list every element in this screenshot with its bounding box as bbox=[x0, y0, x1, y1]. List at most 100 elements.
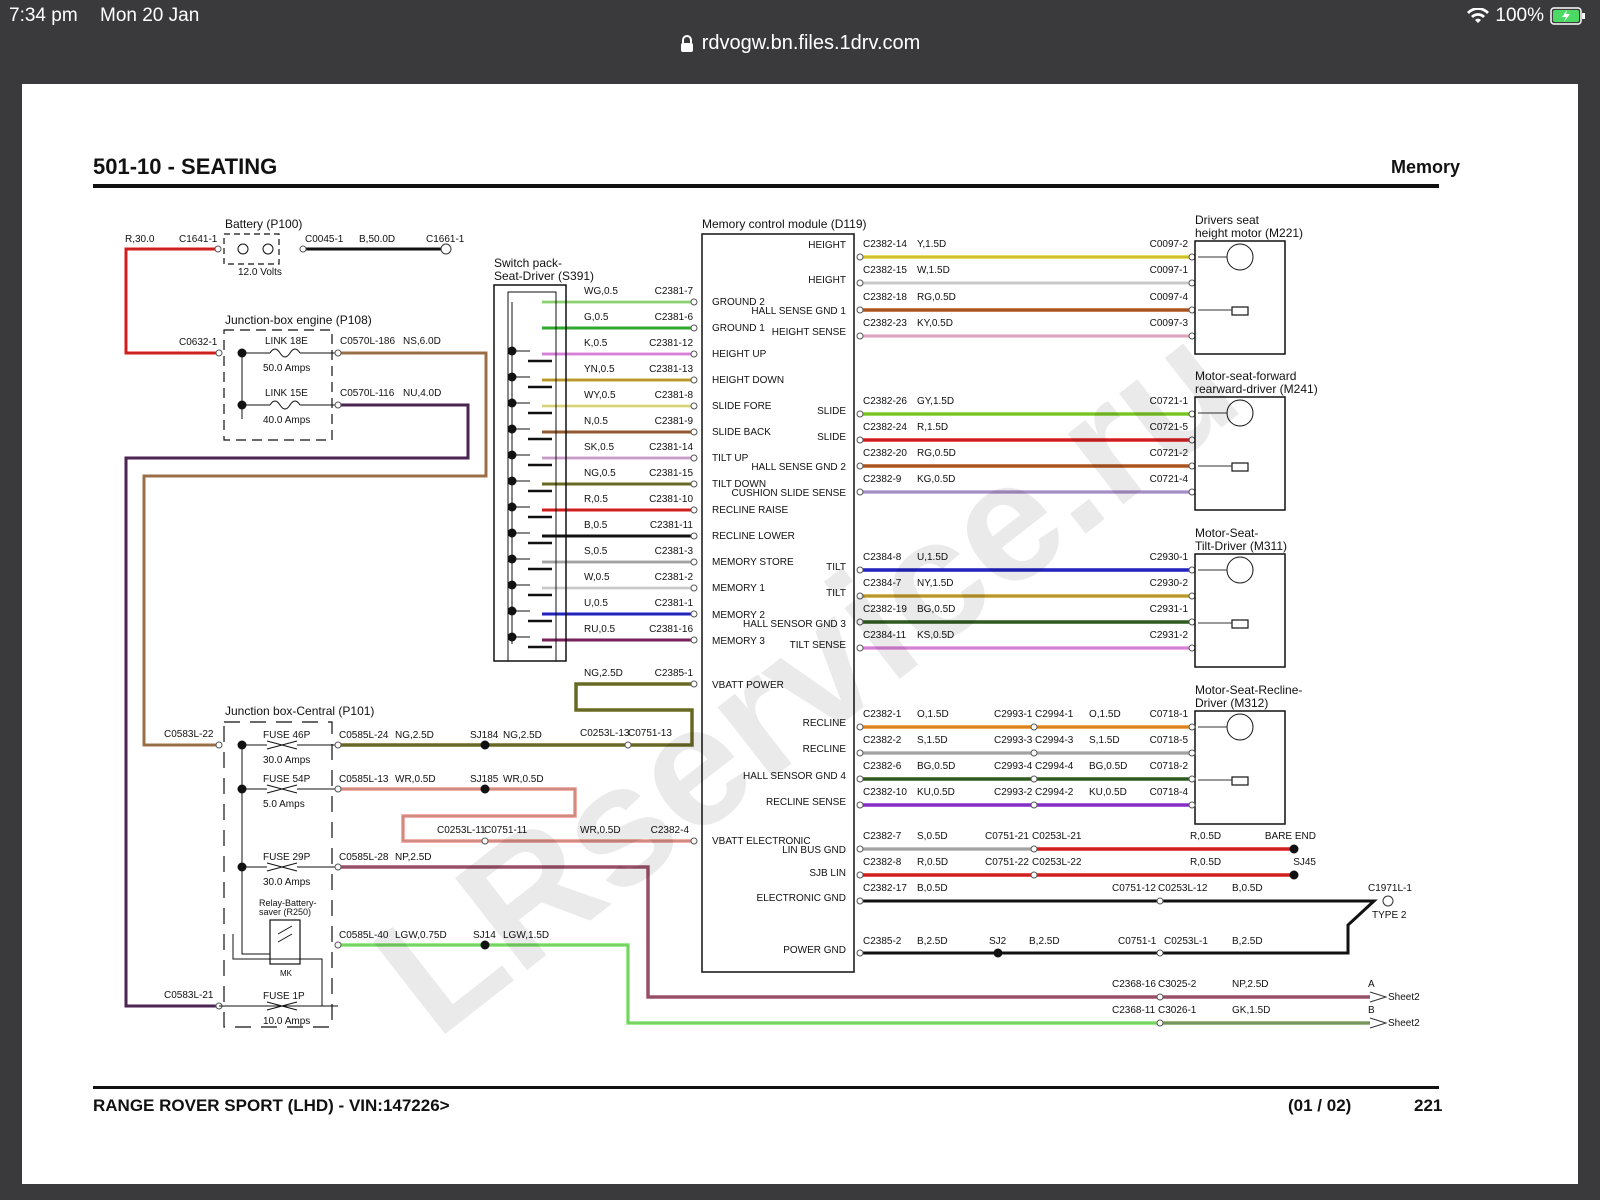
terminal bbox=[1188, 253, 1196, 261]
terminal bbox=[690, 636, 698, 644]
motor-wire-conn: C2382-20 bbox=[863, 448, 907, 459]
splice-dot bbox=[480, 940, 490, 950]
recline-wire-conn: C2382-1 bbox=[863, 709, 902, 720]
relay-sj: SJ14 bbox=[473, 930, 496, 941]
battery-pos-icon bbox=[237, 243, 249, 255]
relay-box bbox=[269, 919, 301, 965]
switch-wire-conn: C2381-7 bbox=[655, 286, 694, 297]
terminal bbox=[1188, 723, 1196, 731]
relay-wire: LGW,0.75D bbox=[395, 930, 447, 941]
sheet-mid: C3025-2 bbox=[1158, 979, 1197, 990]
terminal bbox=[1188, 618, 1196, 626]
battery-neg-icon bbox=[262, 243, 274, 255]
status-date: Mon 20 Jan bbox=[100, 5, 200, 26]
splice-dot bbox=[237, 784, 247, 794]
lin-wire-conn: C2382-7 bbox=[863, 831, 902, 842]
mcm-pin-right: TILT bbox=[826, 562, 846, 573]
status-time: 7:34 pm bbox=[9, 5, 78, 26]
sheet-mid: C3026-1 bbox=[1158, 1005, 1197, 1016]
motor-wire-conn: C2384-8 bbox=[863, 552, 902, 563]
motor-wire-conn: C2384-11 bbox=[863, 630, 907, 641]
mcm-pin-right: SLIDE bbox=[817, 406, 846, 417]
terminal bbox=[215, 741, 223, 749]
lin-wire-mid2: C0253L-21 bbox=[1032, 831, 1082, 842]
motor-wire-label: KS,0.5D bbox=[917, 630, 954, 641]
battery-box bbox=[223, 233, 280, 265]
mcm-pin-left: MEMORY 2 bbox=[712, 610, 765, 621]
lin-wire-end: BARE END bbox=[1265, 831, 1316, 842]
fuse-wire: WR,0.5D bbox=[395, 774, 436, 785]
terminal bbox=[856, 436, 864, 444]
sheet-label: Sheet2 bbox=[1388, 992, 1420, 1003]
fuse-name: FUSE 29P bbox=[263, 852, 311, 863]
terminal bbox=[334, 785, 342, 793]
lock-icon bbox=[680, 34, 693, 52]
terminal bbox=[334, 941, 342, 949]
motor-box bbox=[1194, 710, 1286, 825]
fuse-name: FUSE 54P bbox=[263, 774, 311, 785]
ios-status-bar: 7:34 pm Mon 20 Jan 100% bbox=[0, 0, 1600, 32]
motor-wire-conn: C2382-24 bbox=[863, 422, 907, 433]
motor-wire-label: Y,1.5D bbox=[917, 239, 946, 250]
motor-title2: rearward-driver (M241) bbox=[1195, 382, 1318, 396]
terminal bbox=[856, 871, 864, 879]
switch-wire-conn: C2381-2 bbox=[655, 572, 694, 583]
fuse-wire: NP,2.5D bbox=[395, 852, 432, 863]
jbe-link-wire: NU,4.0D bbox=[403, 388, 441, 399]
velec-mid1: C0253L-11 bbox=[437, 825, 486, 836]
terminal bbox=[690, 454, 698, 462]
address-bar[interactable]: rdvogw.bn.files.1drv.com bbox=[0, 32, 1600, 64]
switch-wire-conn: C2381-13 bbox=[649, 364, 693, 375]
terminal bbox=[856, 801, 864, 809]
battery-conn2: C0045-1 bbox=[305, 234, 344, 245]
mcm-pin-right: ELECTRONIC GND bbox=[757, 893, 846, 904]
terminal bbox=[1030, 749, 1038, 757]
terminal bbox=[690, 298, 698, 306]
url-text[interactable]: rdvogw.bn.files.1drv.com bbox=[701, 32, 921, 54]
mcm-pin-right: HEIGHT bbox=[808, 275, 846, 286]
mcm-pin-left: RECLINE RAISE bbox=[712, 505, 788, 516]
motor-box bbox=[1194, 240, 1286, 355]
motor-title2: Tilt-Driver (M311) bbox=[1195, 539, 1287, 553]
fuse-icon bbox=[266, 784, 298, 794]
velec-wire: WR,0.5D bbox=[580, 825, 621, 836]
velec-conn: C2382-4 bbox=[651, 825, 690, 836]
terminal bbox=[214, 245, 222, 253]
splice-dot bbox=[1289, 870, 1299, 880]
terminal bbox=[856, 749, 864, 757]
switch-wire-label: K,0.5 bbox=[584, 338, 608, 349]
jbe-link-wire: NS,6.0D bbox=[403, 336, 441, 347]
switch-wire-conn: C2381-3 bbox=[655, 546, 694, 557]
terminal bbox=[334, 349, 342, 357]
motor-wire-end: C0097-2 bbox=[1150, 239, 1189, 250]
terminal bbox=[1188, 775, 1196, 783]
recline-wire-conn: C2382-10 bbox=[863, 787, 907, 798]
sensor-icon bbox=[1231, 462, 1249, 472]
motor-title2: height motor (M221) bbox=[1195, 226, 1303, 240]
jbc-title: Junction box-Central (P101) bbox=[225, 704, 374, 718]
splice-dot bbox=[237, 348, 247, 358]
battery-wire-left: R,30.0 bbox=[125, 234, 155, 245]
pgnd-wire: B,2.5D bbox=[917, 936, 948, 947]
mcm-pin-left: GROUND 2 bbox=[712, 297, 765, 308]
mcm-pin-right: POWER GND bbox=[783, 945, 846, 956]
footer-pages: (01 / 02) bbox=[1288, 1096, 1352, 1115]
jbe-link-amps: 50.0 Amps bbox=[263, 363, 310, 374]
terminal bbox=[856, 775, 864, 783]
splice-dot bbox=[993, 948, 1003, 958]
jbe-link-name: LINK 15E bbox=[265, 388, 308, 399]
motor-wire-conn: C2382-14 bbox=[863, 239, 907, 250]
lin-wire-label: S,0.5D bbox=[917, 831, 948, 842]
switch-wire-label: NG,0.5 bbox=[584, 468, 616, 479]
motor-wire-conn: C2384-7 bbox=[863, 578, 902, 589]
lin-wire-mid1: C0751-21 bbox=[985, 831, 1029, 842]
battery-percent: 100% bbox=[1495, 5, 1544, 26]
mcm-pin-right: SLIDE bbox=[817, 432, 846, 443]
terminal bbox=[690, 350, 698, 358]
terminal bbox=[1188, 801, 1196, 809]
motor-title1: Drivers seat bbox=[1195, 213, 1260, 227]
footer-vehicle: RANGE ROVER SPORT (LHD) - VIN:147226> bbox=[93, 1096, 450, 1115]
vbatt-mid1: C0253L-13 bbox=[580, 728, 630, 739]
terminal bbox=[690, 584, 698, 592]
terminal bbox=[1188, 279, 1196, 287]
